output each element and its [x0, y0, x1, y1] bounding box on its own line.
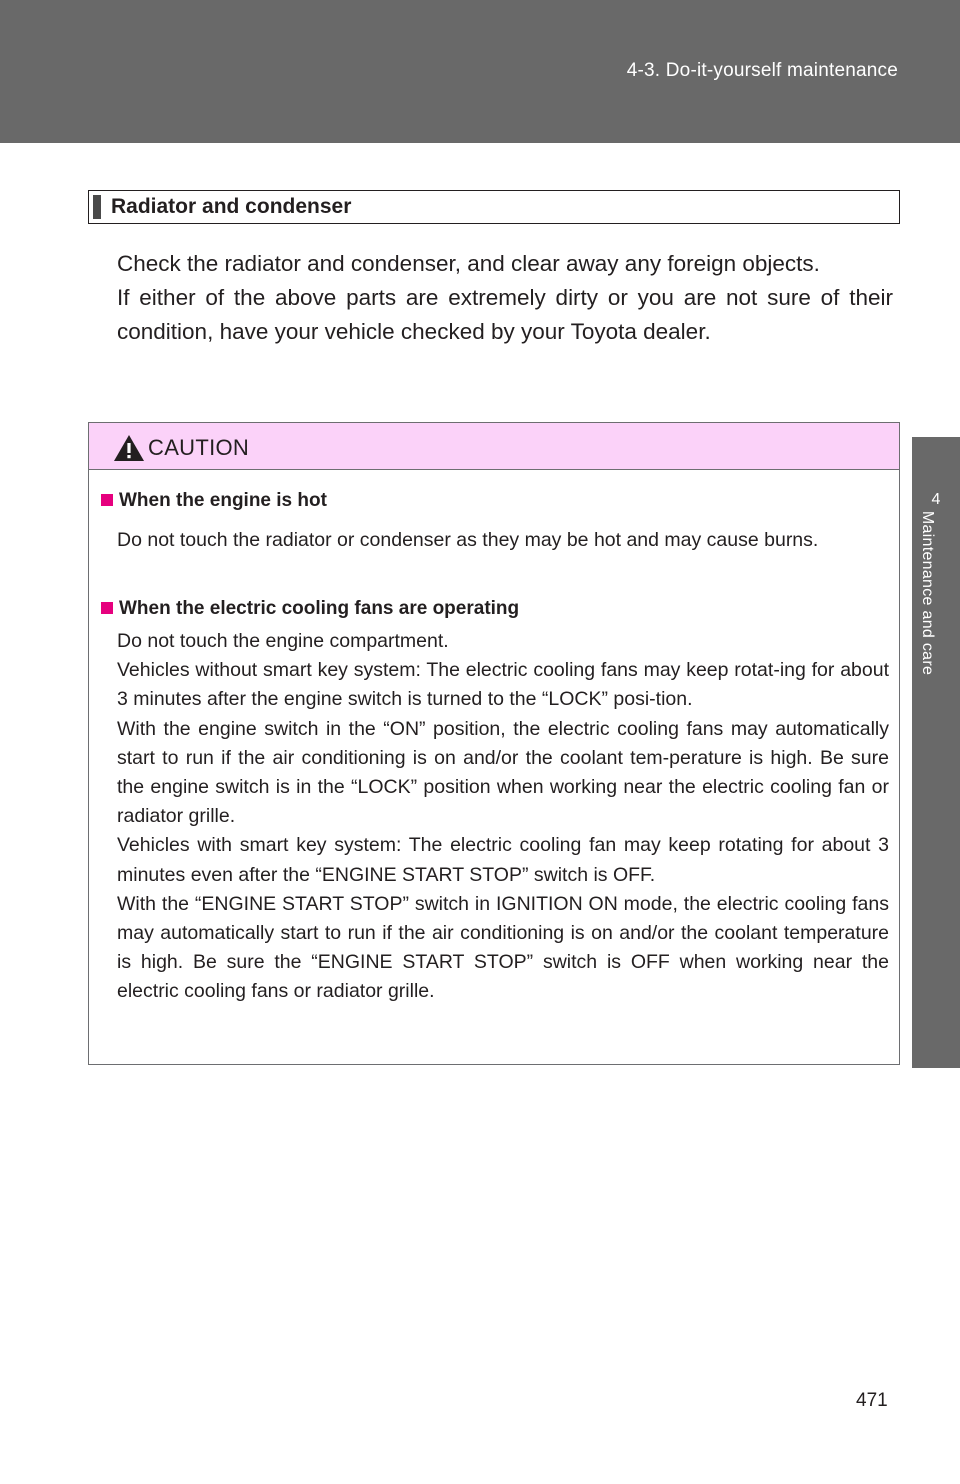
caution-paragraph: Do not touch the engine compartment. — [117, 630, 449, 652]
caution-paragraph: Vehicles with smart key system: The elec… — [117, 834, 889, 886]
caution-box: CAUTION When the engine is hot Do not to… — [88, 422, 900, 1065]
caution-header: CAUTION — [89, 423, 899, 470]
caution-title: CAUTION — [148, 435, 250, 460]
square-bullet-icon — [101, 602, 113, 614]
caution-subheading: When the electric cooling fans are opera… — [101, 598, 519, 620]
body-paragraph: If either of the above parts are extreme… — [117, 285, 893, 344]
caution-paragraph: With the engine switch in the “ON” posit… — [117, 717, 889, 828]
caution-text: Do not touch the engine compartment. Veh… — [117, 627, 889, 1007]
warning-triangle-icon — [114, 435, 144, 461]
chapter-number: 4 — [931, 491, 941, 508]
caution-subheading-text: When the electric cooling fans are opera… — [119, 598, 520, 619]
section-heading-marker — [93, 195, 101, 219]
caution-subheading: When the engine is hot — [101, 490, 327, 512]
caution-paragraph: Vehicles without smart key system: The e… — [117, 659, 889, 711]
square-bullet-icon — [101, 494, 113, 506]
caution-paragraph: With the “ENGINE START STOP” switch in I… — [117, 892, 889, 1003]
caution-text: Do not touch the radiator or condenser a… — [117, 526, 889, 555]
chapter-title: Maintenance and care — [919, 510, 936, 676]
section-heading: Radiator and condenser — [88, 190, 900, 224]
section-heading-text: Radiator and condenser — [111, 195, 352, 218]
chapter-side-tab: 4 Maintenance and care — [912, 437, 960, 1068]
header-band: 4-3. Do-it-yourself maintenance — [0, 0, 960, 143]
page-number: 471 — [856, 1390, 888, 1411]
section-body: Check the radiator and condenser, and cl… — [117, 247, 893, 349]
body-paragraph: Check the radiator and condenser, and cl… — [117, 251, 820, 276]
running-head: 4-3. Do-it-yourself maintenance — [626, 60, 898, 81]
caution-subheading-text: When the engine is hot — [119, 490, 327, 511]
caution-paragraph: Do not touch the radiator or condenser a… — [117, 529, 819, 551]
